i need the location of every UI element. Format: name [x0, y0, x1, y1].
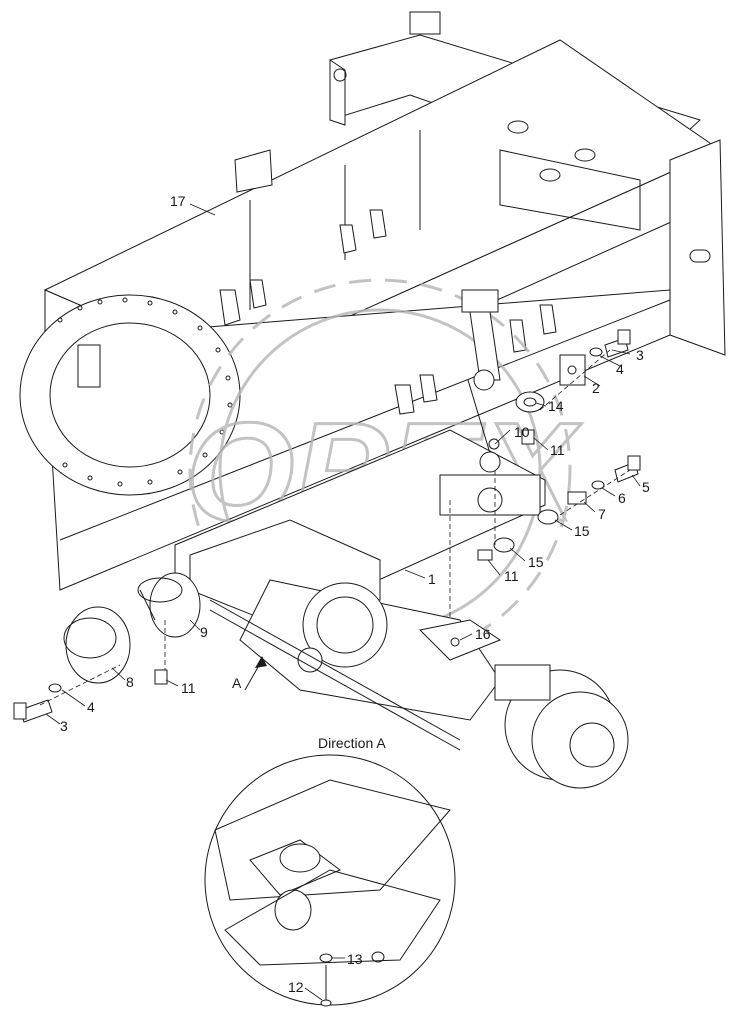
part-9-bushing: [137, 572, 201, 638]
part-3-bolt-lower: [13, 699, 53, 723]
part-11-fitting-left: [154, 669, 168, 685]
detail-view-direction-a: Direction A: [204, 735, 456, 1007]
direction-arrow: A: [232, 656, 267, 691]
ring-bolt-holes: [57, 297, 233, 487]
callout-2: 2: [592, 380, 600, 396]
callout-4-upper: 4: [616, 361, 624, 377]
linkage-lever: [461, 289, 501, 473]
callout-3-upper: 3: [636, 347, 644, 363]
callout-16: 16: [475, 626, 491, 642]
callout-6: 6: [618, 490, 626, 506]
callout-8: 8: [126, 674, 134, 690]
callout-3-lower: 3: [60, 718, 68, 734]
axle-assembly: [174, 429, 629, 789]
part-2-bracket: [559, 354, 586, 386]
part-4-washer-lower: [48, 683, 62, 693]
callout-14: 14: [548, 398, 564, 414]
callout-15-lower: 15: [528, 554, 544, 570]
part-5-bolt-right: [614, 455, 641, 483]
callout-11-mid: 11: [504, 568, 519, 584]
part-15-oring-lower: [493, 537, 515, 553]
direction-label: A: [232, 675, 242, 691]
part-4-washer-upper: [589, 347, 603, 357]
part-14-bushing: [515, 391, 545, 413]
callout-13: 13: [347, 951, 363, 967]
callout-labels: 17 3 4 2 14 10 11 5 6 7 15 15 11 1 16 9 …: [60, 193, 650, 995]
part-7-plate: [567, 491, 587, 505]
callout-12: 12: [288, 979, 304, 995]
callout-9: 9: [200, 624, 208, 640]
part-11-fitting-upper: [521, 429, 535, 445]
callout-5: 5: [642, 479, 650, 495]
part-6-washer: [591, 480, 605, 490]
callout-17: 17: [170, 193, 186, 209]
frame-assembly: [19, 11, 726, 591]
assembly-lines: [39, 349, 631, 706]
callout-10: 10: [514, 424, 530, 440]
callout-11-upper: 11: [550, 442, 565, 458]
part-3-bolt-upper: [604, 329, 631, 358]
part-11-fitting-mid: [477, 549, 493, 561]
part-15-oring-right: [537, 509, 559, 525]
callout-4-lower: 4: [87, 699, 95, 715]
callout-1: 1: [428, 571, 436, 587]
part-8-flange: [63, 606, 131, 684]
callout-11-left: 11: [181, 680, 196, 696]
callout-7: 7: [598, 506, 606, 522]
part-10-pin: [488, 438, 500, 450]
leader-lines: [45, 203, 641, 1001]
detail-view-title: Direction A: [318, 735, 386, 751]
callout-15-right: 15: [574, 523, 590, 539]
